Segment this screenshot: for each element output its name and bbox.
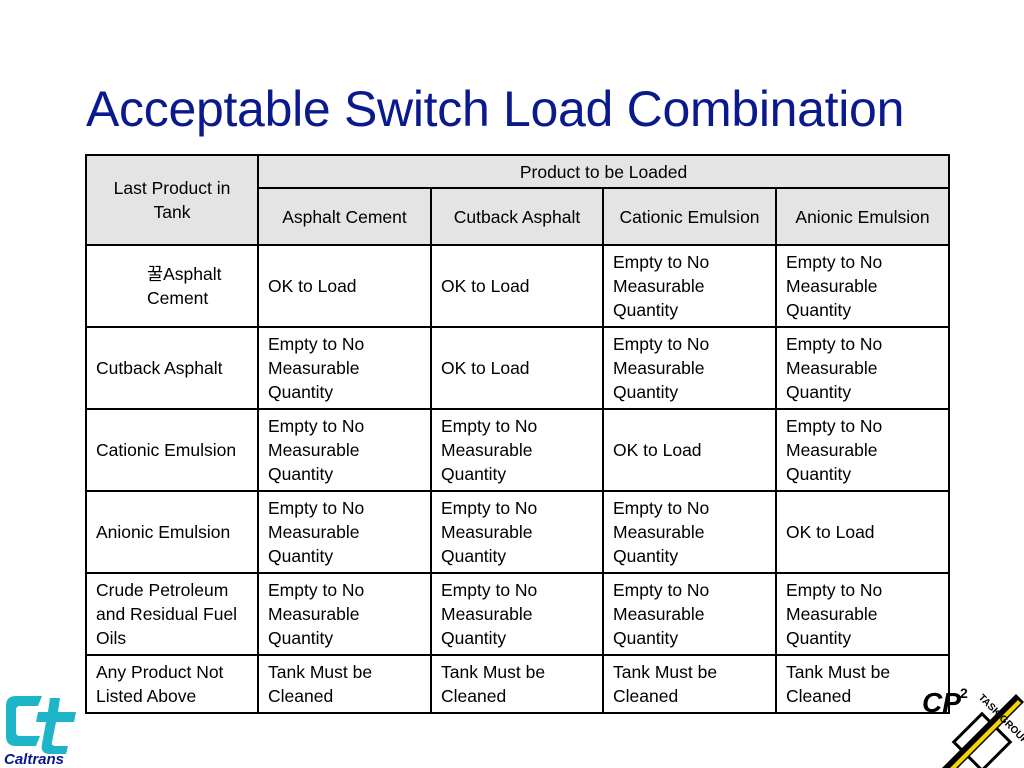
table-row: Cationic Emulsion Empty to No Measurable…	[85, 408, 951, 492]
caltrans-wordmark: Caltrans	[4, 751, 64, 766]
road-stripe-black	[942, 694, 1024, 768]
table-cell: Tank Must be Cleaned	[430, 654, 604, 714]
row-header: Cationic Emulsion	[85, 408, 259, 492]
table-cell: Empty to No Measurable Quantity	[257, 490, 432, 574]
table-row: Crude Petroleum and Residual Fuel Oils E…	[85, 572, 951, 656]
table-cell: Tank Must be Cleaned	[257, 654, 432, 714]
row-header: 꿀Asphalt Cement	[85, 244, 259, 328]
column-header: Cationic Emulsion	[602, 187, 777, 246]
table-cell: Empty to No Measurable Quantity	[774, 326, 951, 410]
table-cell: Empty to No Measurable Quantity	[774, 244, 951, 328]
table-cell: Empty to No Measurable Quantity	[774, 408, 951, 492]
column-header: Anionic Emulsion	[774, 187, 951, 246]
table-cell: OK to Load	[602, 408, 777, 492]
row-header: Crude Petroleum and Residual Fuel Oils	[85, 572, 259, 656]
table-row: Cutback Asphalt Empty to No Measurable Q…	[85, 326, 951, 410]
caltrans-t-mark	[36, 698, 76, 754]
road-stripe-yellow	[950, 700, 1021, 768]
table-row: Any Product Not Listed Above Tank Must b…	[85, 654, 951, 714]
caltrans-logo: Caltrans	[4, 696, 76, 766]
table-cell: Empty to No Measurable Quantity	[602, 572, 777, 656]
row-header: Cutback Asphalt	[85, 326, 259, 410]
table-row: Anionic Emulsion Empty to No Measurable …	[85, 490, 951, 574]
column-header: Cutback Asphalt	[430, 187, 604, 246]
table-row: 꿀Asphalt Cement OK to Load OK to Load Em…	[85, 244, 951, 328]
cp2-task-group-logo: CP 2 TASK GROUP	[922, 685, 1024, 768]
table-cell: Empty to No Measurable Quantity	[257, 326, 432, 410]
corner-header: Last Product in Tank	[85, 154, 259, 246]
table-cell: Empty to No Measurable Quantity	[774, 572, 951, 656]
table-cell: Empty to No Measurable Quantity	[602, 244, 777, 328]
caltrans-c-mark	[6, 696, 42, 746]
table-cell: Tank Must be Cleaned	[602, 654, 777, 714]
table-cell: Empty to No Measurable Quantity	[257, 572, 432, 656]
table-cell: Empty to No Measurable Quantity	[602, 326, 777, 410]
table-cell: Empty to No Measurable Quantity	[430, 408, 604, 492]
table-cell: OK to Load	[257, 244, 432, 328]
table-cell: Empty to No Measurable Quantity	[430, 572, 604, 656]
table-cell: OK to Load	[774, 490, 951, 574]
column-header: Asphalt Cement	[257, 187, 432, 246]
cp2-text: CP	[922, 687, 961, 718]
table-cell: Empty to No Measurable Quantity	[602, 490, 777, 574]
table-cell: OK to Load	[430, 326, 604, 410]
slide-title: Acceptable Switch Load Combination	[86, 81, 905, 137]
switch-load-table: Last Product in Tank Product to be Loade…	[85, 154, 951, 714]
row-header: Anionic Emulsion	[85, 490, 259, 574]
cp2-superscript: 2	[960, 685, 968, 701]
table-cell: Tank Must be Cleaned	[774, 654, 951, 714]
table-cell: OK to Load	[430, 244, 604, 328]
row-header: Any Product Not Listed Above	[85, 654, 259, 714]
group-header: Product to be Loaded	[256, 154, 951, 189]
table-cell: Empty to No Measurable Quantity	[430, 490, 604, 574]
table-cell: Empty to No Measurable Quantity	[257, 408, 432, 492]
